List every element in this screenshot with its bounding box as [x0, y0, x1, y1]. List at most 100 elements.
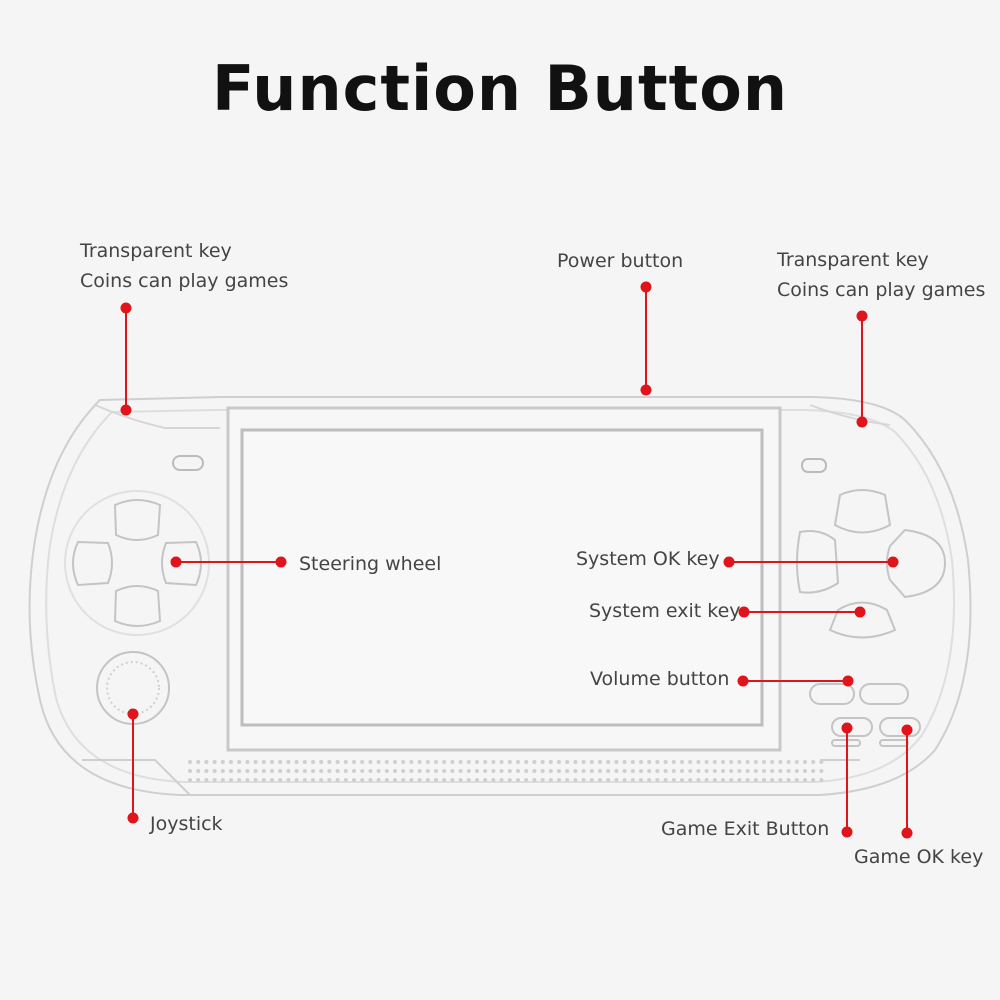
grill-dot [499, 760, 504, 764]
grill-dot [204, 760, 209, 764]
grill-dot [229, 760, 233, 764]
grill-dot [589, 760, 594, 764]
grill-dot [786, 769, 791, 773]
grill-dot [737, 760, 742, 764]
small-buttons [809, 683, 921, 747]
grill-dot [335, 778, 340, 782]
grill-dot [507, 769, 512, 773]
grill-dot [229, 769, 233, 773]
callout-lines [120, 281, 913, 839]
grill-dot [327, 760, 332, 764]
grill-dot [704, 778, 709, 782]
grill-dot [261, 760, 266, 764]
grill-dot [762, 769, 766, 773]
grill-dot [721, 778, 725, 782]
grill-dot [540, 769, 545, 773]
grill-dot [352, 769, 356, 773]
grill-dot [557, 769, 561, 773]
grill-dot [237, 760, 242, 764]
grill-dot [770, 778, 775, 782]
grill-dot [384, 769, 389, 773]
grill-dot [229, 778, 233, 782]
grill-dot [507, 778, 512, 782]
label-transparent-key-left-line1: Transparent key [80, 240, 232, 262]
grill-dot [614, 769, 619, 773]
grill-dot [589, 778, 594, 782]
grill-dot [606, 769, 611, 773]
grill-dot [639, 778, 643, 782]
grill-dot [261, 769, 266, 773]
grill-dot [557, 760, 561, 764]
grill-dot [548, 778, 553, 782]
grill-dot [548, 769, 553, 773]
grill-dot [499, 778, 504, 782]
grill-dot [335, 760, 340, 764]
grill-dot [819, 778, 824, 782]
grill-dot [393, 769, 397, 773]
grill-dot [696, 760, 701, 764]
grill-dot [696, 769, 701, 773]
grill-dot [417, 760, 422, 764]
grill-dot [409, 769, 414, 773]
grill-dot [425, 760, 430, 764]
grill-dot [630, 778, 635, 782]
grill-dot [573, 778, 578, 782]
grill-dot [803, 760, 807, 764]
label-transparent-key-right-line1: Transparent key [777, 249, 929, 271]
grill-dot [311, 760, 315, 764]
grill-dot [384, 778, 389, 782]
grill-dot [622, 778, 627, 782]
label-transparent-key-left-line2: Coins can play games [80, 270, 289, 292]
grill-dot [819, 760, 824, 764]
grill-dot [671, 769, 676, 773]
grill-dot [294, 760, 299, 764]
grill-dot [425, 769, 430, 773]
left-small-button [172, 455, 204, 471]
grill-dot [671, 760, 676, 764]
grill-dot [655, 760, 660, 764]
grill-dot [811, 778, 816, 782]
grill-dot [360, 760, 365, 764]
grill-dot [532, 769, 537, 773]
grill-dot [598, 760, 602, 764]
grill-dot [204, 769, 209, 773]
grill-dot [302, 769, 307, 773]
grill-dot [352, 760, 356, 764]
grill-dot [565, 769, 570, 773]
grill-dot [188, 760, 192, 764]
grill-dot [188, 769, 192, 773]
grill-dot [401, 760, 406, 764]
grill-dot [614, 778, 619, 782]
grill-dot [712, 778, 717, 782]
grill-dot [204, 778, 209, 782]
grill-dot [237, 769, 242, 773]
grill-dot [737, 778, 742, 782]
grill-dot [598, 769, 602, 773]
grill-dot [573, 769, 578, 773]
grill-dot [630, 760, 635, 764]
grill-dot [770, 760, 775, 764]
label-steering-wheel: Steering wheel [299, 553, 442, 575]
grill-dot [220, 760, 225, 764]
grill-dot [778, 778, 783, 782]
grill-dot [319, 778, 324, 782]
grill-dot [753, 778, 758, 782]
grill-dot [696, 778, 701, 782]
grill-dot [614, 760, 619, 764]
label-transparent-key-right-line2: Coins can play games [777, 279, 986, 301]
grill-dot [434, 778, 438, 782]
grill-dot [745, 769, 750, 773]
grill-dot [762, 760, 766, 764]
grill-dot [220, 769, 225, 773]
grill-dot [491, 778, 496, 782]
grill-dot [335, 769, 340, 773]
grill-dot [598, 778, 602, 782]
grill-dot [565, 760, 570, 764]
action-buttons [796, 489, 947, 639]
grill-dot [237, 778, 242, 782]
grill-dot [491, 760, 496, 764]
grill-dot [270, 769, 274, 773]
grill-dot [376, 778, 381, 782]
grill-dot [729, 760, 734, 764]
